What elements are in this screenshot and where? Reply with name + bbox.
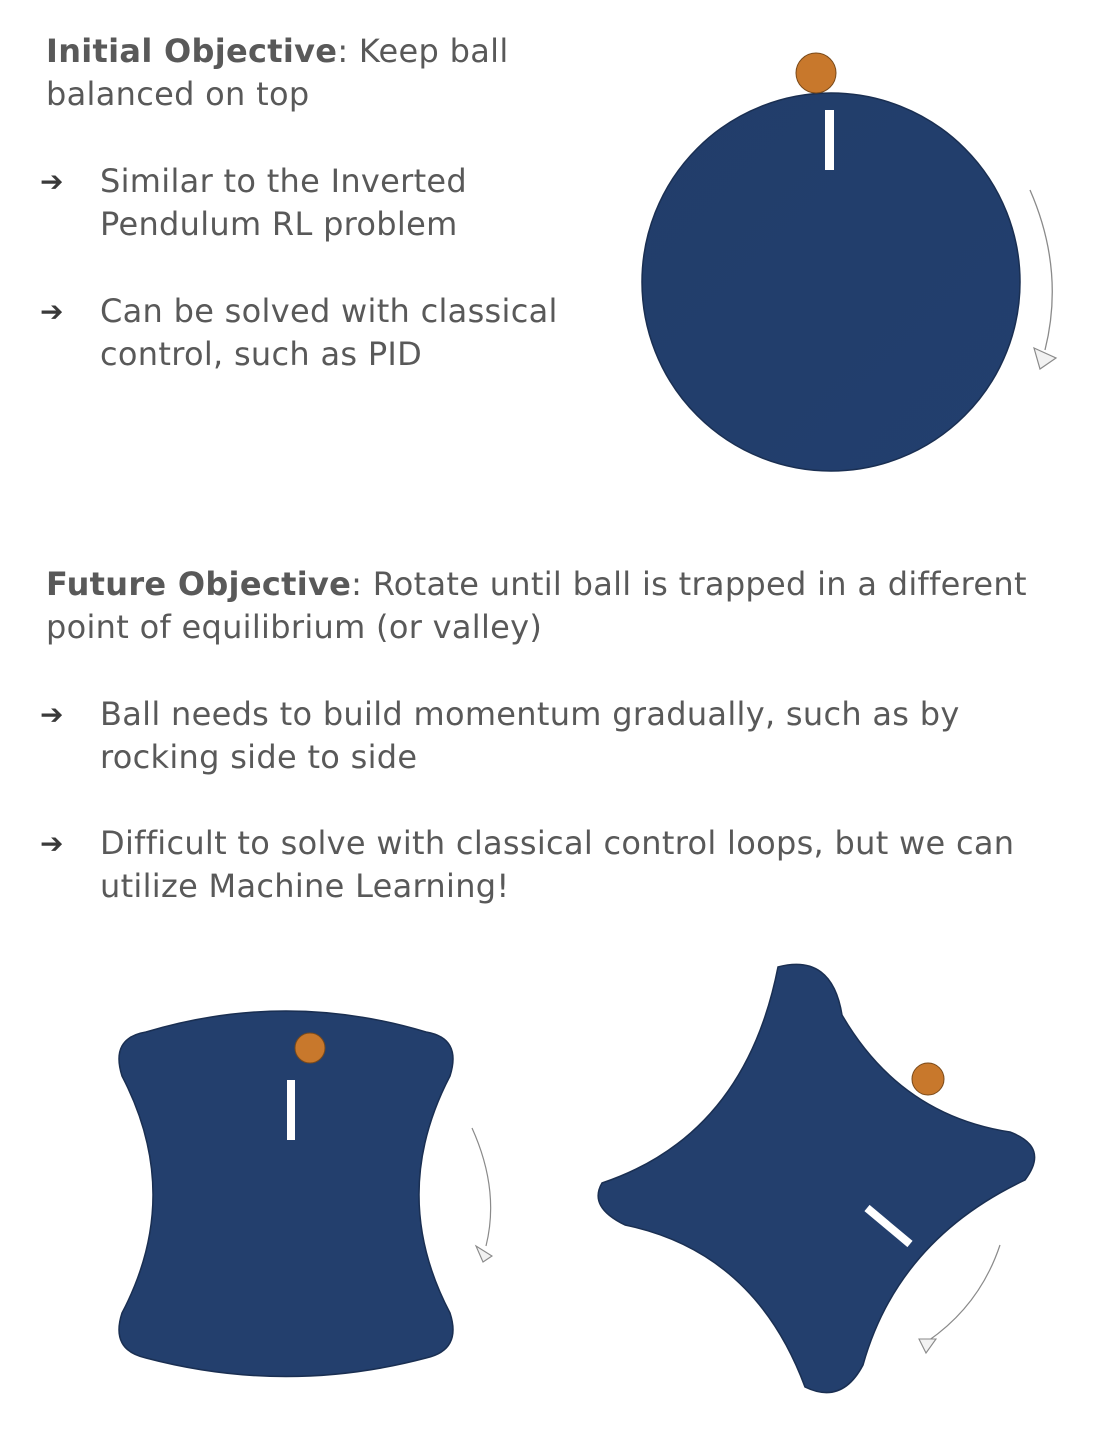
initial-objective-label: Initial Objective	[46, 32, 338, 70]
rotation-arrow-icon	[471, 1127, 492, 1247]
orientation-marker	[287, 1080, 295, 1140]
star-wheel-upright	[118, 1010, 454, 1378]
arrow-bullet-icon: ➔	[40, 827, 64, 860]
initial-bullet-2-text: Can be solved with classical control, su…	[100, 292, 558, 373]
orientation-marker	[825, 110, 834, 170]
ball	[294, 1032, 326, 1064]
circle-wheel-diagram	[641, 52, 1058, 472]
star-wheel-rotated-diagram	[597, 963, 1036, 1394]
orientation-marker	[864, 1204, 913, 1248]
initial-bullet-1: ➔ Similar to the Inverted Pendulum RL pr…	[40, 160, 560, 246]
circle-wheel	[641, 92, 1021, 472]
initial-bullet-1-text: Similar to the Inverted Pendulum RL prob…	[100, 162, 468, 243]
future-objective-text: : Rotate until ball is trapped in a diff…	[46, 565, 1027, 646]
initial-bullet-2: ➔ Can be solved with classical control, …	[40, 290, 560, 376]
arrow-bullet-icon: ➔	[40, 295, 64, 328]
star-wheel-upright-diagram	[118, 1010, 494, 1378]
star-wheel-rotated	[597, 963, 1036, 1394]
future-bullet-2-text: Difficult to solve with classical contro…	[100, 824, 1015, 905]
initial-objective-text: : Keep ball balanced on top	[46, 32, 509, 113]
future-bullet-1-text: Ball needs to build momentum gradually, …	[100, 695, 960, 776]
rotation-arrow-icon	[1029, 189, 1053, 351]
future-objective-label: Future Objective	[46, 565, 352, 603]
ball	[795, 52, 837, 94]
arrow-bullet-icon: ➔	[40, 165, 64, 198]
arrow-bullet-icon: ➔	[40, 698, 64, 731]
future-bullet-1: ➔ Ball needs to build momentum gradually…	[40, 693, 1080, 779]
initial-objective-heading: Initial Objective: Keep ball balanced on…	[46, 30, 566, 116]
ball	[911, 1062, 945, 1096]
future-objective-heading: Future Objective: Rotate until ball is t…	[46, 563, 1086, 649]
future-bullet-2: ➔ Difficult to solve with classical cont…	[40, 822, 1080, 908]
rotation-arrow-icon	[927, 1244, 1001, 1342]
